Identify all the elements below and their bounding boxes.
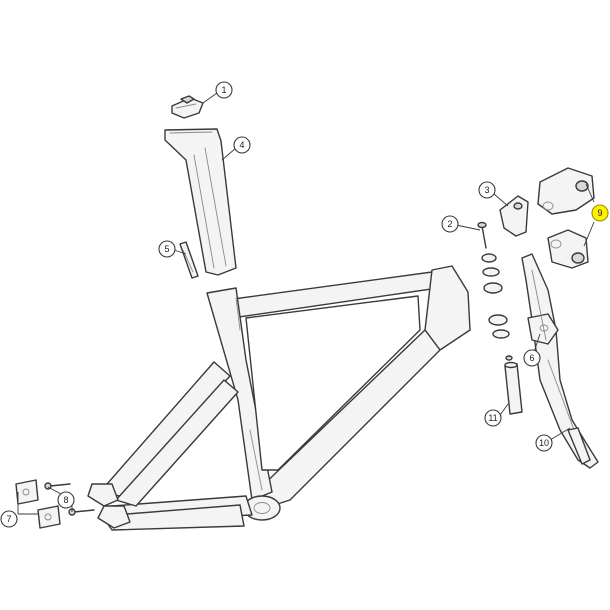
callout-6: 6: [523, 349, 541, 367]
stem-part: [537, 167, 595, 269]
callout-8: 8: [57, 491, 75, 509]
callout-5: 5: [158, 240, 176, 258]
seat-clamp-part: [171, 95, 204, 119]
headset-bearings-part: [481, 253, 513, 361]
callout-2-label: 2: [447, 219, 452, 229]
callout-7: 7: [0, 510, 18, 528]
hanger-part: [15, 479, 61, 529]
callout-1: 1: [215, 81, 233, 99]
callout-10: 10: [535, 434, 553, 452]
callout-1-label: 1: [221, 85, 226, 95]
leader-lines: [17, 92, 595, 515]
callout-8-label: 8: [63, 495, 68, 505]
seatpost-part: [164, 128, 237, 276]
callout-10-label: 10: [539, 438, 549, 448]
callout-9-label: 9: [597, 208, 602, 218]
callout-5-label: 5: [164, 244, 169, 254]
callout-3-label: 3: [484, 185, 489, 195]
callout-6-label: 6: [529, 353, 534, 363]
callout-4: 4: [233, 136, 251, 154]
seat-wedge-part: [179, 241, 199, 279]
steerer-tube-part: [504, 361, 523, 415]
steerer-bolt-part: [477, 221, 487, 249]
hanger-bolt-part: [44, 482, 95, 516]
callout-4-label: 4: [239, 140, 244, 150]
callout-11: 11: [484, 409, 502, 427]
headset-cover-part: [499, 195, 529, 237]
callout-7-label: 7: [6, 514, 11, 524]
frame-part: [87, 265, 471, 531]
callout-2: 2: [441, 215, 459, 233]
callout-3: 3: [478, 181, 496, 199]
callout-9: 9: [591, 204, 609, 222]
callout-11-label: 11: [488, 413, 497, 423]
fork-part: [521, 253, 599, 469]
